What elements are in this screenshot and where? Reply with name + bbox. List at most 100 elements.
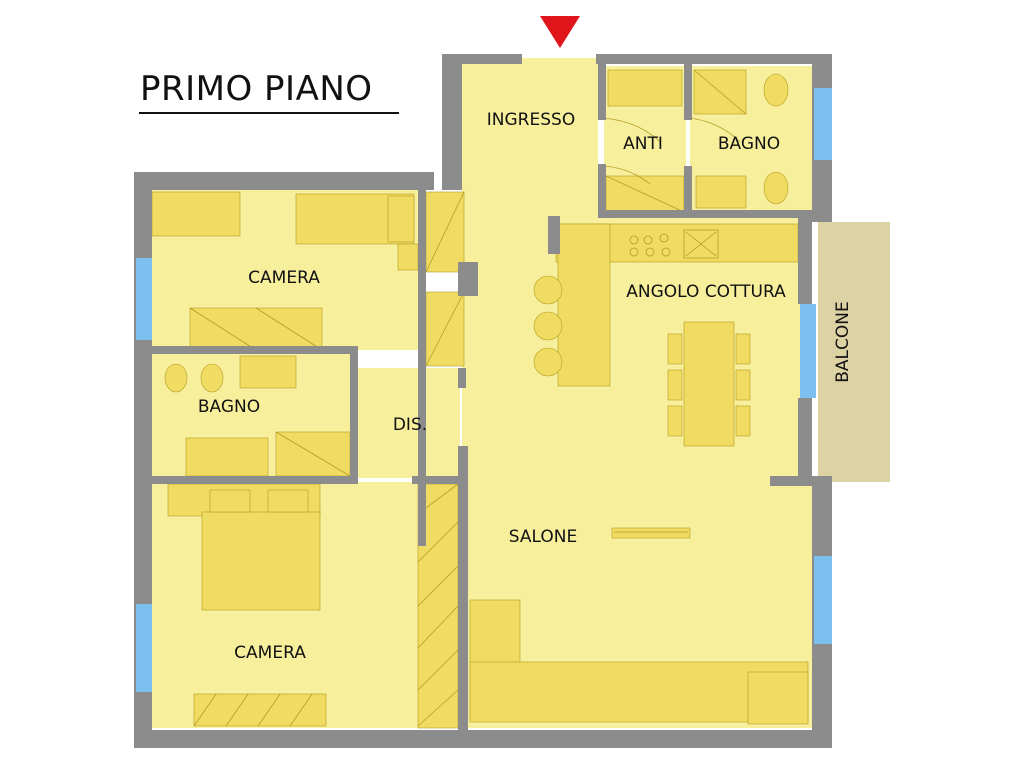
door-swing — [603, 117, 661, 143]
wall — [134, 172, 434, 190]
window-right-2 — [814, 556, 832, 644]
wardrobe-top — [189, 307, 323, 351]
window-right-1 — [814, 88, 832, 160]
dining-table — [683, 321, 735, 447]
wall — [770, 476, 832, 486]
wall — [140, 476, 358, 484]
label-bagno-left: BAGNO — [198, 397, 260, 417]
window-left-1 — [136, 258, 152, 340]
wardrobe-side-line — [417, 565, 459, 607]
wall — [140, 346, 358, 354]
nightstand — [397, 243, 419, 271]
label-balcone: BALCONE — [833, 301, 853, 382]
shower-line — [693, 69, 747, 115]
plan-title: PRIMO PIANO — [140, 69, 373, 109]
bidet-left — [200, 363, 224, 393]
title-underline — [139, 112, 399, 114]
entrance-arrow-icon — [540, 16, 580, 48]
furniture-details — [189, 69, 747, 727]
windows — [136, 88, 832, 692]
burner — [661, 247, 671, 257]
wardrobe-side-line — [417, 689, 459, 727]
wardrobe-bottom-line — [257, 693, 281, 727]
wall — [596, 54, 832, 64]
chair-l1 — [667, 333, 683, 365]
door-swing — [603, 165, 651, 185]
label-ingresso: INGRESSO — [487, 110, 575, 130]
wardrobe-bottom — [193, 693, 327, 727]
wardrobe-bottom-line — [225, 693, 249, 727]
label-dis: DIS. — [393, 415, 427, 435]
wall — [598, 210, 812, 218]
wall-pillar — [548, 216, 560, 254]
label-camera-top: CAMERA — [248, 268, 320, 288]
bed-pillow — [387, 195, 415, 243]
door-swing — [689, 117, 741, 143]
closet-line — [425, 191, 465, 273]
sink-left — [239, 355, 297, 389]
pillow-left — [209, 489, 251, 513]
wall — [350, 346, 358, 480]
wall-bottom-left — [134, 730, 468, 748]
anti-cabinet — [607, 69, 683, 107]
shower-line — [275, 431, 351, 477]
double-bed — [201, 511, 321, 611]
wardrobe-line — [189, 307, 257, 351]
wall — [798, 216, 812, 304]
wardrobe-side-line — [417, 605, 459, 649]
closet-line — [425, 291, 465, 367]
stool-1 — [533, 275, 563, 305]
wall — [684, 166, 692, 216]
pillow-right — [267, 489, 309, 513]
chair-l2 — [667, 369, 683, 401]
wall — [798, 398, 812, 478]
chair-r3 — [735, 405, 751, 437]
washer-line — [605, 175, 685, 213]
sink-x — [685, 231, 717, 257]
desk — [151, 191, 241, 237]
window-balcony — [800, 304, 816, 398]
bidet-top — [763, 171, 789, 205]
sink-top — [695, 175, 747, 209]
wall — [684, 64, 692, 120]
wardrobe-line — [255, 307, 323, 351]
wall — [598, 54, 606, 120]
chair-r1 — [735, 333, 751, 365]
wall-salone-left — [458, 446, 468, 736]
wall — [412, 476, 462, 484]
furniture — [151, 69, 809, 729]
burner — [629, 235, 639, 245]
burner — [629, 247, 639, 257]
label-bagno-top: BAGNO — [718, 134, 780, 154]
label-camera-bottom: CAMERA — [234, 643, 306, 663]
tv-unit — [611, 527, 691, 539]
stool-3 — [533, 347, 563, 377]
wall — [442, 54, 522, 64]
wardrobe-bottom-line — [289, 693, 313, 727]
burner — [643, 235, 653, 245]
floor-dis — [358, 368, 460, 478]
label-anti: ANTI — [623, 134, 663, 154]
wall — [598, 164, 606, 216]
wall — [458, 368, 466, 388]
balcony-area — [818, 222, 890, 482]
wardrobe-side-line — [417, 521, 459, 563]
chair-l3 — [667, 405, 683, 437]
burner — [645, 247, 655, 257]
kitchen-island — [557, 223, 611, 387]
floor-ingresso — [462, 58, 598, 218]
bathtub-cabinet — [185, 437, 269, 477]
wall — [442, 54, 462, 190]
wardrobe-bottom-line — [193, 693, 217, 727]
wall-interior — [418, 180, 426, 546]
label-angolo-cottura: ANGOLO COTTURA — [626, 282, 786, 302]
wall-bottom — [462, 730, 832, 748]
window-left-2 — [136, 604, 152, 692]
wall-pillar — [458, 262, 478, 296]
label-salone: SALONE — [509, 527, 577, 547]
wardrobe-side-line — [417, 649, 459, 691]
stool-2 — [533, 311, 563, 341]
floor-salone — [462, 216, 812, 728]
